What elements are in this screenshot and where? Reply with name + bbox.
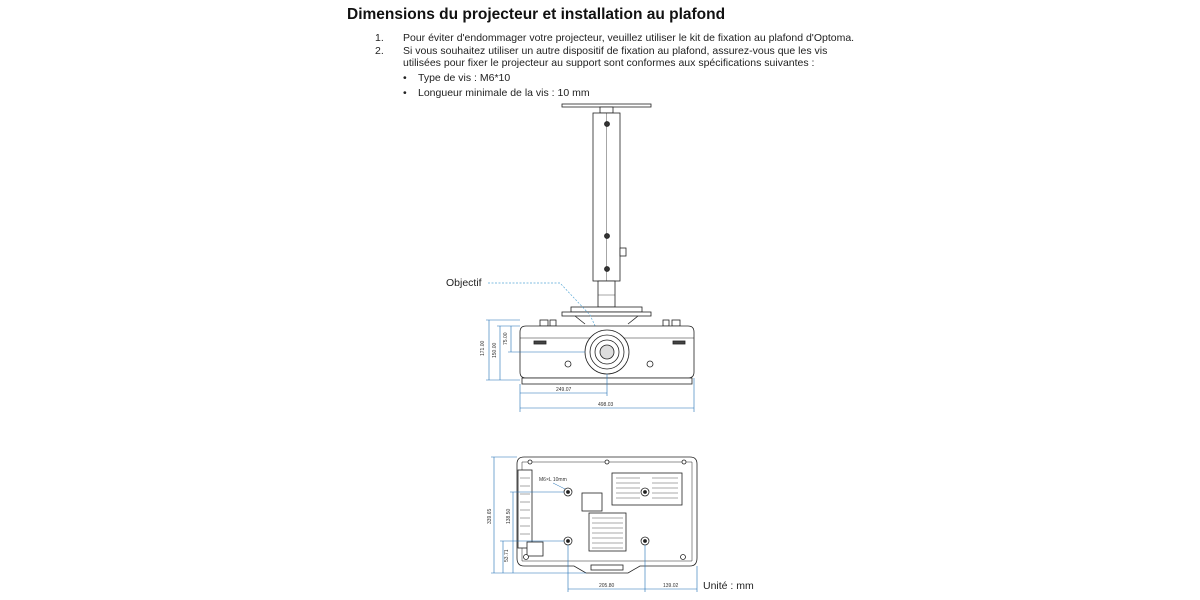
mount-neck	[597, 280, 616, 308]
dim-lens-height: 75.00	[503, 332, 509, 345]
dim-height-inner: 150.00	[492, 342, 498, 358]
page-title: Dimensions du projecteur et installation…	[347, 6, 726, 23]
dim-depth-low: 53.71	[504, 549, 510, 562]
dim-depth-total: 339.65	[487, 508, 493, 524]
ceiling-mount	[561, 103, 652, 325]
spec-text: Type de vis : M6*10	[418, 72, 511, 84]
list-item: • Type de vis : M6*10	[403, 71, 590, 86]
list-item-number: 2.	[375, 44, 384, 57]
dim-width-b: 139.02	[663, 583, 679, 589]
bullet: •	[403, 72, 407, 84]
dim-depth-mid: 138.50	[506, 508, 512, 524]
screw-callout-label: M6×L 10mm	[539, 477, 567, 483]
ceiling-plate	[561, 103, 652, 108]
projector-bottom-view	[516, 456, 698, 574]
dim-width-a: 205.80	[599, 583, 615, 589]
vent-pattern	[592, 477, 678, 549]
list-item: 1. Pour éviter d'endommager votre projec…	[375, 32, 873, 45]
bottom-dimensions	[491, 456, 698, 592]
bullet: •	[403, 87, 407, 99]
list-item-number: 1.	[375, 32, 384, 44]
instruction-list: 1. Pour éviter d'endommager votre projec…	[375, 32, 873, 70]
dim-lens-offset: 249.07	[556, 387, 572, 393]
list-item-text: Pour éviter d'endommager votre projecteu…	[403, 32, 855, 44]
dim-height-total: 171.00	[480, 340, 486, 356]
projector-front-view	[519, 319, 695, 385]
dim-width-total: 498.03	[598, 402, 614, 408]
list-item: • Longueur minimale de la vis : 10 mm	[403, 86, 590, 101]
lens-callout-line	[488, 282, 605, 346]
spec-text: Longueur minimale de la vis : 10 mm	[418, 87, 590, 99]
label-plate	[581, 492, 603, 512]
vent-grid-bottom	[588, 512, 627, 552]
mount-bracket	[570, 306, 643, 313]
list-item: 2. Si vous souhaitez utiliser un autre d…	[375, 45, 873, 70]
lens-callout-label: Objectif	[446, 277, 482, 289]
screw-spec-list: • Type de vis : M6*10 • Longueur minimal…	[403, 71, 590, 101]
list-item-text: Si vous souhaitez utiliser un autre disp…	[403, 44, 828, 70]
unit-label: Unité : mm	[703, 580, 754, 592]
front-dimensions	[486, 319, 695, 412]
screw-callout-line	[552, 482, 566, 490]
